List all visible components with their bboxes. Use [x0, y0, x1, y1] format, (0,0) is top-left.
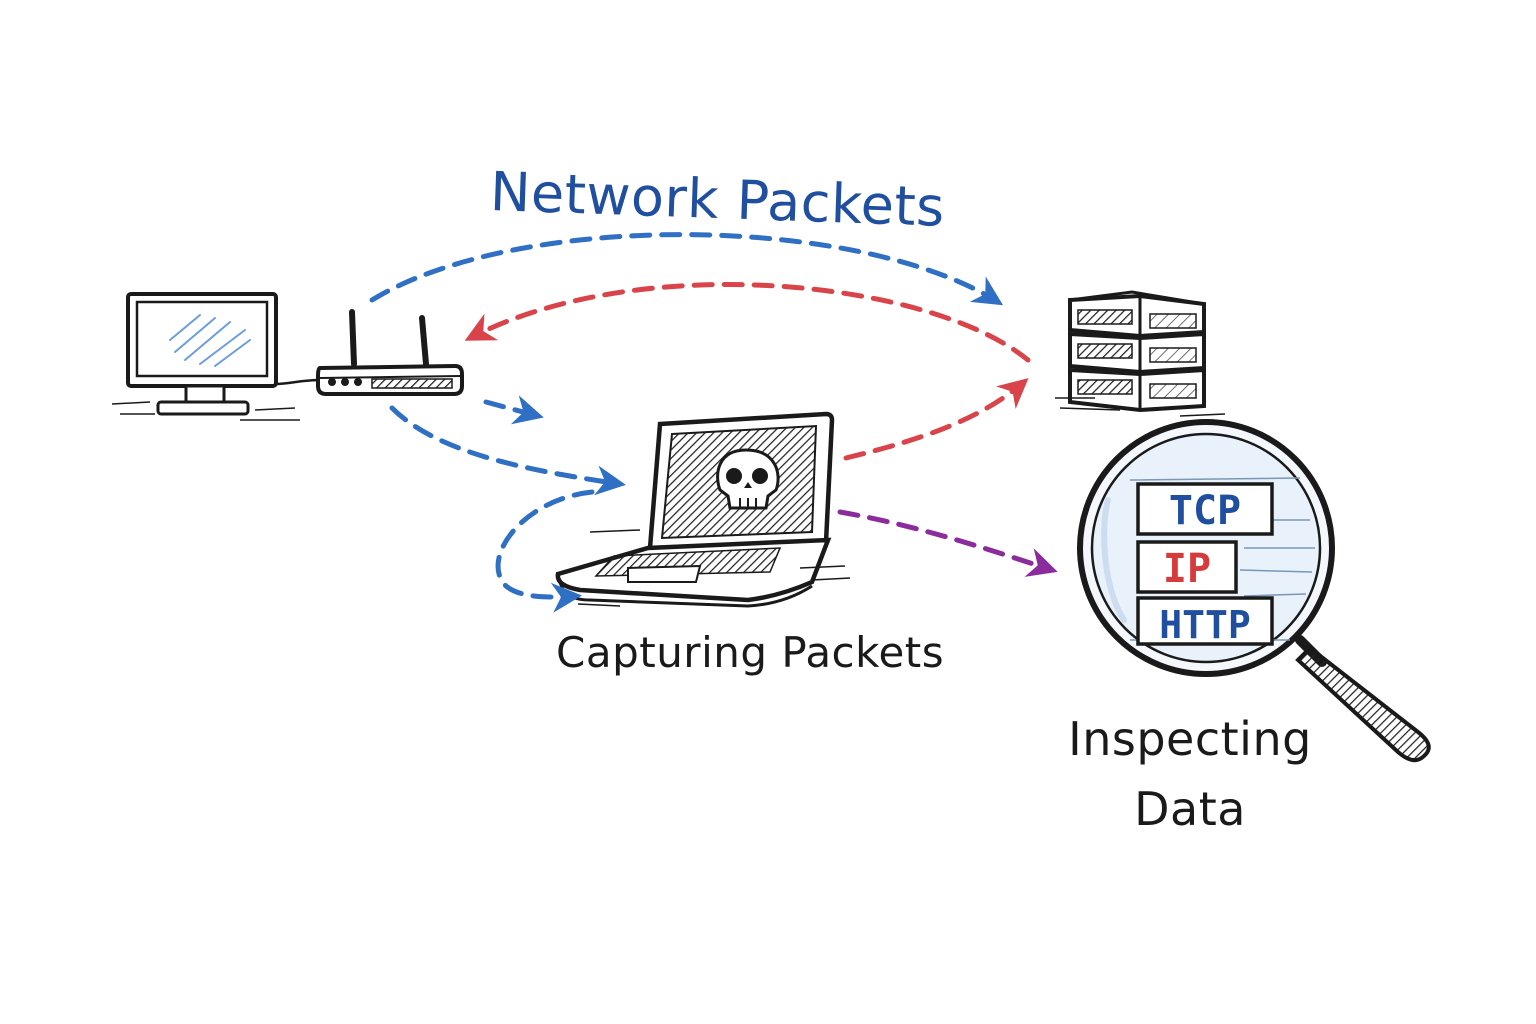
arrow-router-to-laptop	[389, 405, 626, 496]
arrow-short-right	[483, 395, 544, 425]
protocol-label: TCP	[1169, 488, 1241, 534]
arrow-laptop-to-server	[843, 378, 1029, 461]
inspecting-data-label: Inspecting Data	[1060, 704, 1320, 844]
laptop-skull-icon	[555, 411, 851, 608]
protocol-label: HTTP	[1159, 603, 1251, 647]
protocol-box-tcp	[1136, 482, 1274, 536]
desktop-monitor-icon	[111, 292, 321, 421]
arrow-laptop-to-inspect	[837, 509, 1058, 577]
protocol-box-http	[1136, 596, 1274, 646]
capturing-packets-label: Capturing Packets	[556, 628, 945, 677]
router-icon	[316, 309, 464, 396]
inspecting-line-1: Inspecting	[1068, 712, 1312, 766]
protocol-stack: TCP IP HTTP	[1136, 482, 1274, 647]
arrow-server-to-router	[464, 282, 1031, 363]
server-rack-icon	[1055, 290, 1226, 417]
inspecting-line-2: Data	[1134, 782, 1246, 836]
protocol-box-ip	[1136, 540, 1238, 594]
arrow-loop-to-laptop	[495, 489, 595, 613]
protocol-label: IP	[1163, 546, 1211, 592]
skull-icon	[716, 448, 780, 510]
arrow-router-to-server	[369, 232, 1004, 306]
